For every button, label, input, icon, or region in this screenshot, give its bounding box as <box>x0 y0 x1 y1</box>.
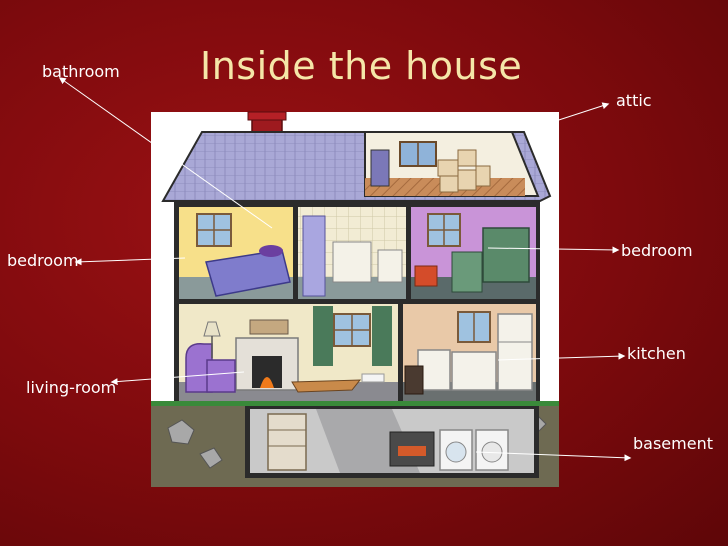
leader-kitchen <box>497 352 626 361</box>
attic-box <box>437 159 459 177</box>
bathroom-sink-cabinet <box>332 241 372 283</box>
leader-basement <box>475 451 632 462</box>
kitchen-fridge <box>497 313 533 391</box>
leader-bedroom-left <box>74 257 186 266</box>
living-room-lamp <box>203 321 221 337</box>
chimney-cap <box>247 111 287 121</box>
kitchen-cabinet <box>451 351 497 391</box>
attic-box <box>439 175 459 193</box>
bedroom-right-bed <box>482 227 530 283</box>
attic-box <box>457 169 477 191</box>
attic-box <box>457 149 477 167</box>
bedroom-right-chair <box>451 251 483 293</box>
living-room-curtain <box>313 306 333 366</box>
bedroom-left-pillow <box>259 245 283 257</box>
bedroom-right-toybox <box>414 265 438 287</box>
bathroom-shower-curtain <box>302 215 326 297</box>
living-room-coffee-table <box>291 379 362 393</box>
label-kitchen: kitchen <box>627 344 686 363</box>
living-room-radiator <box>361 373 385 383</box>
slide-title: Inside the house <box>200 44 523 88</box>
label-bathroom: bathroom <box>42 62 120 81</box>
label-bedroom-left: bedroom <box>7 251 79 270</box>
living-room-mantel-frames <box>249 319 289 335</box>
grass-line <box>151 401 559 406</box>
label-bedroom-right: bedroom <box>621 241 693 260</box>
leader-attic <box>527 102 610 131</box>
label-basement: basement <box>633 434 713 453</box>
basement-shelf <box>267 413 307 471</box>
attic-suitcase <box>370 149 390 187</box>
label-living-room: living-room <box>26 378 117 397</box>
fireplace-fire <box>260 377 274 388</box>
leader-bedroom-right <box>487 246 620 254</box>
bathroom-toilet <box>377 249 403 283</box>
living-room-curtain <box>372 306 392 366</box>
leader-living-room <box>110 371 245 386</box>
label-attic: attic <box>616 91 652 110</box>
bedroom-left-bed <box>205 249 291 297</box>
kitchen-trash-can <box>404 365 424 395</box>
attic-box <box>475 165 491 187</box>
leader-bathroom <box>58 77 273 229</box>
